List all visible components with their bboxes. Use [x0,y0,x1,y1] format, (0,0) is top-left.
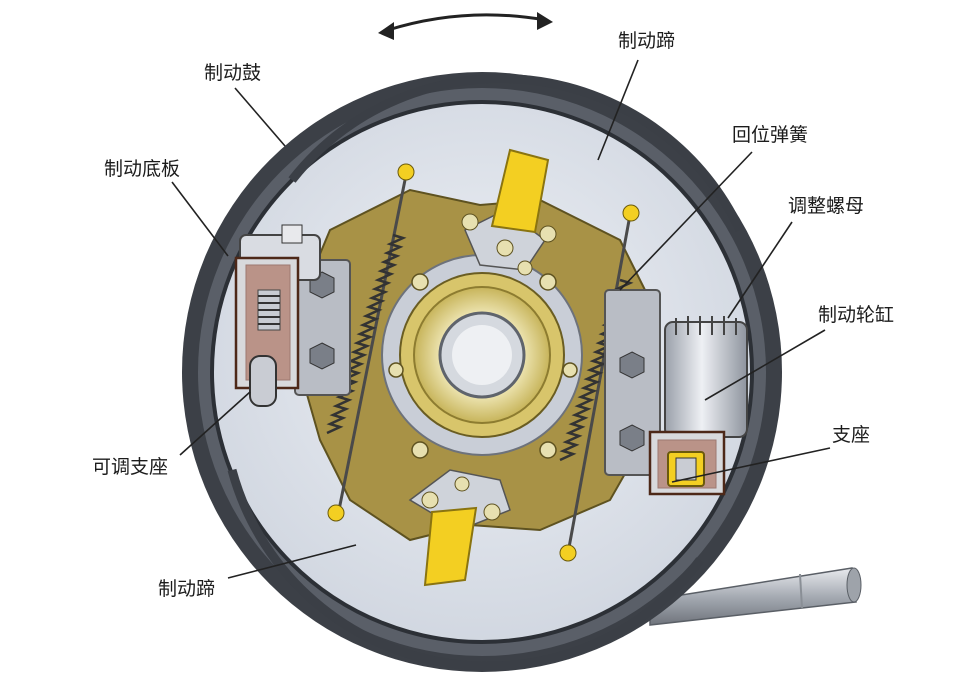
upper-anchor [461,148,557,276]
label-return-spring: 回位弹簧 [732,124,809,146]
return-spring-left [326,163,415,522]
leader-lines [171,59,831,579]
label-brake-backing-plate: 制动底板 [104,158,181,180]
return-spring-right [559,204,640,562]
label-brake-shoe-bottom: 制动蹄 [158,578,216,600]
label-wheel-cylinder: 制动轮缸 [818,304,895,326]
upper-shoe-pad [490,148,550,234]
hub-bolts [388,273,578,459]
lining-bottom [227,468,704,671]
left-adjuster [234,224,351,407]
label-brake-drum: 制动鼓 [204,62,262,84]
wheel-cylinder [604,289,748,496]
label-adjusting-nut: 调整螺母 [788,195,865,217]
lower-shoe-pad [423,506,478,587]
label-support: 支座 [832,424,871,446]
lining-top [288,74,745,232]
label-adjustable-support: 可调支座 [92,456,169,478]
axle-shaft [649,567,862,626]
label-brake-shoe-top: 制动蹄 [618,30,676,52]
lower-anchor [408,469,511,587]
rotation-arrow-icon [378,12,553,40]
